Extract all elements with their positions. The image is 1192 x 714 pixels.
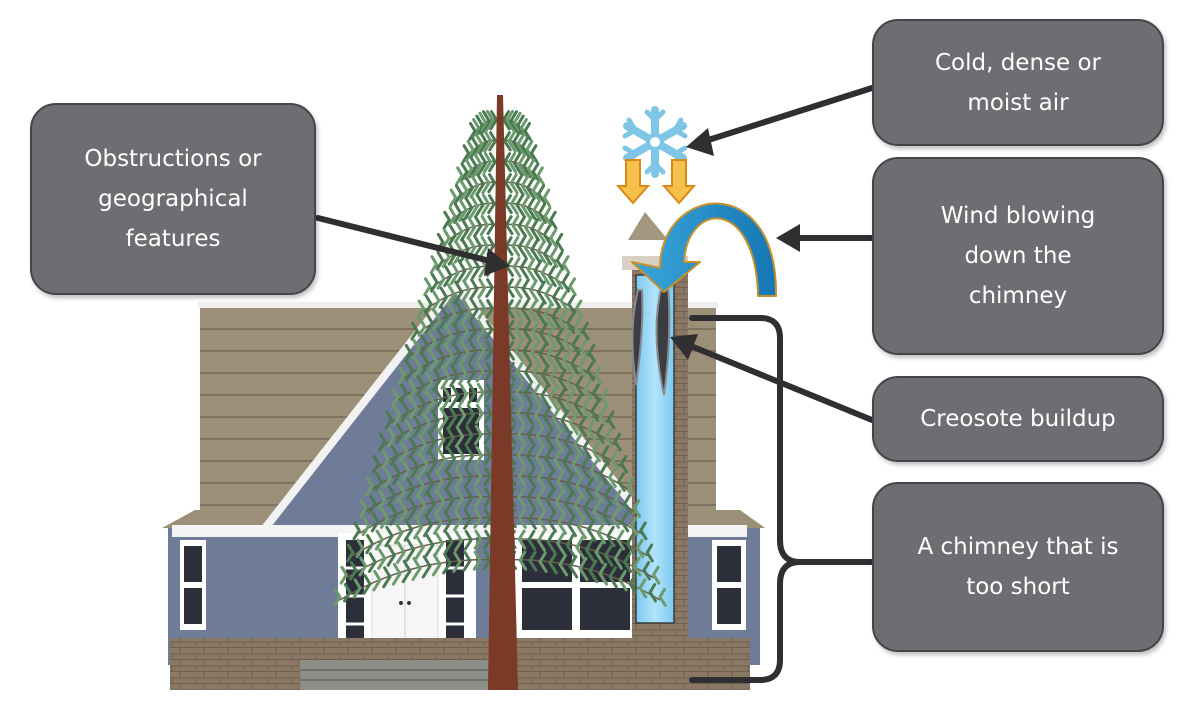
tree-branch xyxy=(499,172,552,208)
arrowhead-creosote xyxy=(670,334,698,360)
tree-branch xyxy=(371,424,501,474)
tree-branch xyxy=(499,298,590,341)
callout-creosote: Creosote buildup xyxy=(872,376,1164,462)
tree-branch xyxy=(403,319,501,363)
tree-branch xyxy=(333,550,501,607)
tree-branch xyxy=(365,445,501,496)
tree-branch xyxy=(499,382,616,430)
tree-branch xyxy=(499,445,635,496)
tree-branch xyxy=(339,529,501,585)
tree-branch xyxy=(448,172,501,208)
creosote-left xyxy=(631,289,644,386)
callout-short-chimney: A chimney that is too short xyxy=(872,482,1164,652)
callout-wind-text: Wind blowing down the chimney xyxy=(940,203,1096,309)
tree-branch xyxy=(352,487,501,541)
callout-wind: Wind blowing down the chimney xyxy=(872,157,1164,355)
tree-branch xyxy=(499,277,584,319)
callout-obstructions: Obstructions or geographical features xyxy=(30,103,316,295)
tree-branch xyxy=(468,109,501,141)
tree-branch xyxy=(499,109,532,141)
tree-branch xyxy=(499,403,622,452)
tree-branch xyxy=(391,361,501,408)
pine-tree xyxy=(333,95,667,690)
arrowhead-obstructions xyxy=(484,248,510,276)
tree-branch xyxy=(461,130,501,163)
wind-down-arrow xyxy=(631,202,778,297)
chimney-cap-top xyxy=(628,212,668,240)
snowflake-icon xyxy=(622,106,688,178)
connector-lines xyxy=(315,85,875,683)
tree-branch xyxy=(346,508,501,563)
arrow-cold-air xyxy=(699,85,875,145)
tree-trunk xyxy=(488,95,518,690)
front-steps xyxy=(300,660,510,690)
tree-branch xyxy=(499,424,629,474)
tree-branch xyxy=(455,151,501,186)
creosote-right xyxy=(655,284,671,396)
tree-branch xyxy=(499,130,539,163)
tree-branch xyxy=(499,508,654,563)
callout-cold-air: Cold, dense or moist air xyxy=(872,19,1164,146)
callout-short-chimney-text: A chimney that is too short xyxy=(917,534,1119,600)
tree-branch xyxy=(436,214,501,252)
arrowheads xyxy=(484,128,800,360)
cold-air-down-arrows xyxy=(615,159,697,205)
tree-branch xyxy=(397,340,501,385)
gable-trim xyxy=(258,279,659,535)
tree-branch xyxy=(416,277,501,319)
tree-branch xyxy=(378,403,501,452)
arrowhead-wind xyxy=(776,224,800,252)
arrowhead-cold-air xyxy=(686,128,714,156)
tree-branch xyxy=(499,361,609,408)
tree-branch xyxy=(499,529,661,585)
tree-branch xyxy=(499,487,648,541)
tree-branch xyxy=(384,382,501,430)
callout-obstructions-text: Obstructions or geographical features xyxy=(84,146,262,252)
callout-creosote-text: Creosote buildup xyxy=(920,406,1116,432)
tree-branch xyxy=(358,466,501,518)
bracket-short-chimney xyxy=(689,315,875,683)
arrow-obstructions xyxy=(315,215,497,265)
callout-cold-air-text: Cold, dense or moist air xyxy=(934,49,1102,116)
tree-branch xyxy=(499,256,577,297)
tree-branch xyxy=(410,298,501,341)
tree-branch xyxy=(499,193,558,230)
